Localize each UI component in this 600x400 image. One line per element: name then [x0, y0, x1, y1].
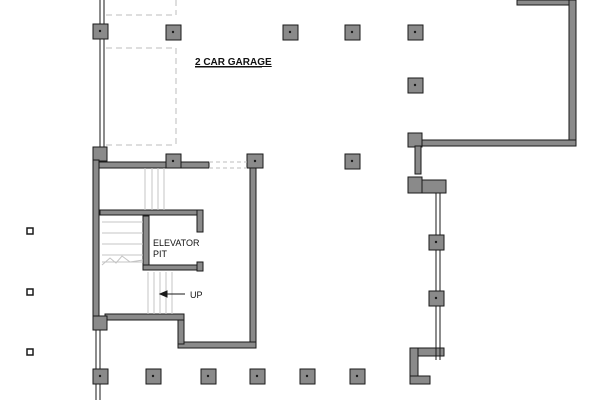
- garage-label: 2 CAR GARAGE: [195, 57, 272, 68]
- door-opening-dashed: [209, 161, 247, 169]
- stair-core-walls: [92, 146, 264, 349]
- stair-up-label: UP: [190, 290, 203, 300]
- elevator-label-line1: ELEVATOR: [153, 238, 200, 248]
- arrow-left-icon: [158, 290, 185, 298]
- site-post-markers: [26, 227, 34, 356]
- glazing-lines: [95, 193, 441, 400]
- exterior-wall-left: [99, 0, 105, 148]
- elevator-label-line2: PIT: [153, 249, 168, 259]
- column-centers: [98, 29, 438, 378]
- upper-right-room-walls: [407, 0, 577, 175]
- right-lower-walls: [407, 176, 447, 385]
- post-icon: [26, 348, 34, 356]
- parking-outline-upper: [106, 0, 177, 146]
- post-icon: [26, 288, 34, 296]
- post-icon: [26, 227, 34, 235]
- columns: [92, 23, 445, 385]
